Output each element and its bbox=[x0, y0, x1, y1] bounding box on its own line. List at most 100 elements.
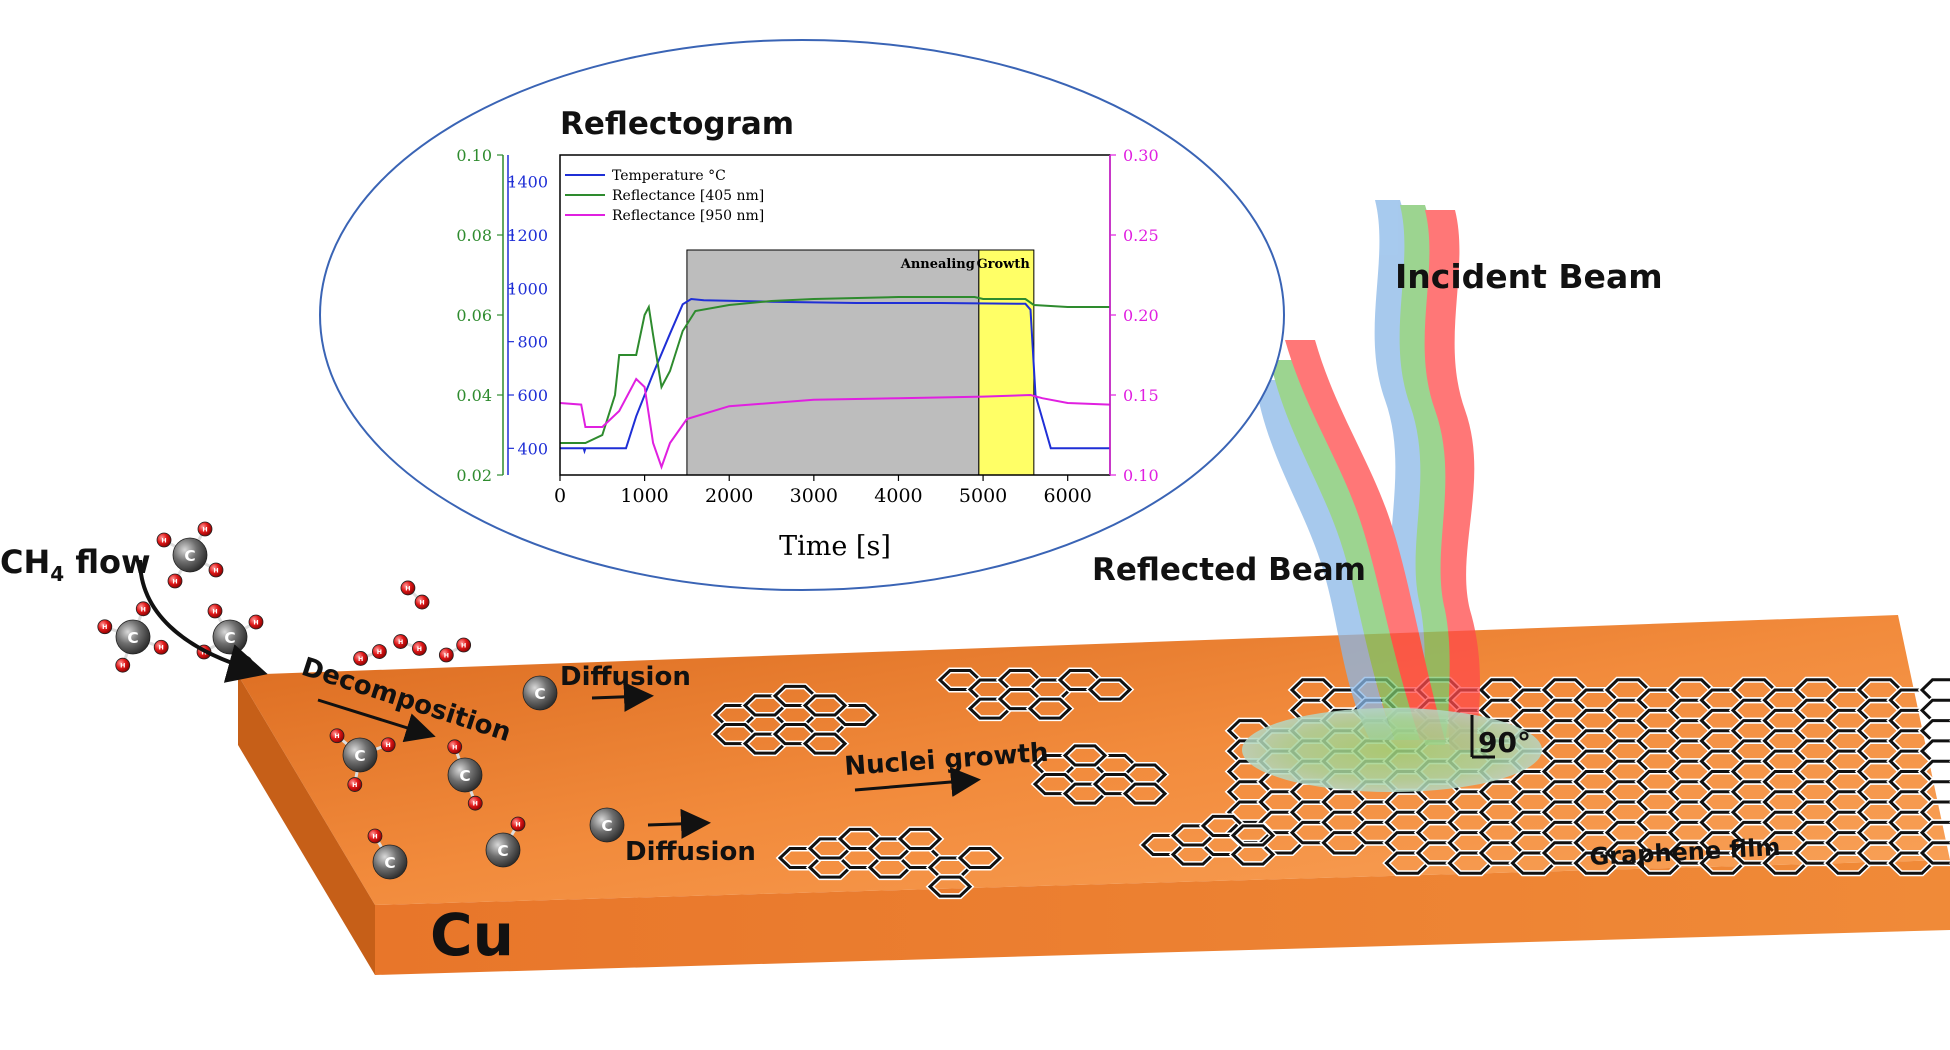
graphene-hexagon bbox=[1919, 780, 1950, 804]
graphene-hexagon bbox=[1919, 841, 1950, 865]
reflectance-405-tick-label: 0.02 bbox=[456, 466, 492, 485]
hydrogen-atom bbox=[153, 639, 169, 655]
hydrogen-atom-label: H bbox=[405, 585, 410, 592]
graphene-hexagon bbox=[1919, 678, 1950, 702]
cu-label: Cu bbox=[430, 901, 514, 969]
carbon-atom-label: C bbox=[601, 817, 612, 835]
hydrogen-atom bbox=[510, 816, 526, 832]
hydrogen-atom-label: H bbox=[352, 782, 357, 789]
hydrogen-atom bbox=[380, 737, 396, 753]
x-tick-label: 3000 bbox=[790, 485, 838, 507]
hydrogen-atom-label: H bbox=[473, 801, 478, 808]
hydrogen-atom-label: H bbox=[358, 656, 363, 663]
hydrogen-atom bbox=[467, 795, 483, 811]
chart-series bbox=[559, 296, 1111, 471]
decomposition-arrow bbox=[317, 698, 436, 743]
hydrogen-atom bbox=[167, 573, 183, 589]
hydrogen-atom-label: H bbox=[386, 742, 391, 749]
angle-label: 90° bbox=[1478, 726, 1531, 759]
hydrogen-molecule: HH bbox=[438, 637, 472, 663]
hydrogen-atom-label: H bbox=[141, 606, 146, 613]
carbon-atom bbox=[522, 675, 558, 711]
graphene-hexagon bbox=[802, 694, 848, 717]
hydrogen-atom bbox=[447, 739, 463, 755]
carbon-atom-label: C bbox=[127, 629, 138, 647]
graphene-island bbox=[935, 667, 1135, 722]
temperature-tick-label: 800 bbox=[517, 333, 548, 352]
reflected-beam-red bbox=[1285, 340, 1445, 740]
carbon-adatom: C bbox=[589, 807, 625, 843]
hydrogen-atom bbox=[371, 644, 387, 659]
incident-beam-blue bbox=[1374, 200, 1426, 740]
hydrogen-atom bbox=[393, 634, 409, 649]
reflectance-950-tick-label: 0.30 bbox=[1123, 146, 1159, 165]
graphene-hexagon bbox=[897, 827, 943, 850]
hydrogen-atom-label: H bbox=[102, 624, 107, 631]
carbon-atom bbox=[447, 757, 483, 793]
diffusion-bottom-label: Diffusion bbox=[625, 837, 756, 867]
graphene-hexagon-halo bbox=[1917, 676, 1950, 704]
ch-fragment: CH bbox=[485, 816, 526, 868]
nuclei-growth-arrow bbox=[854, 767, 981, 797]
copper-left-side bbox=[238, 675, 375, 975]
temperature-tick-label: 400 bbox=[517, 439, 548, 458]
incident-beam-red bbox=[1424, 210, 1480, 750]
graphene-hexagon bbox=[1087, 678, 1133, 701]
carbon-atom-label: C bbox=[534, 685, 545, 703]
hydrogen-atom-label: H bbox=[253, 619, 258, 626]
carbon-atom-label: C bbox=[354, 747, 365, 765]
hydrogen-atom-label: H bbox=[515, 821, 520, 828]
graphene-hexagon bbox=[1919, 759, 1950, 784]
graphene-island bbox=[1030, 742, 1170, 807]
carbon-atom bbox=[372, 844, 408, 880]
ch4-flow-label: CH4 flow bbox=[0, 543, 151, 586]
chart-series-line bbox=[560, 297, 1110, 455]
copper-front-face bbox=[375, 860, 1950, 975]
hydrogen-atom-label: H bbox=[201, 649, 206, 656]
reflectance-950-tick-label: 0.25 bbox=[1123, 226, 1159, 245]
x-tick-label: 2000 bbox=[705, 485, 753, 507]
carbon-atom bbox=[589, 807, 625, 843]
incident-beam-label: Incident Beam bbox=[1395, 257, 1663, 296]
chart-region-label: Annealing bbox=[900, 257, 975, 272]
graphene-hexagon-halo bbox=[1917, 737, 1950, 765]
reflectance-950-tick-label: 0.20 bbox=[1123, 306, 1159, 325]
graphene-hexagon bbox=[802, 732, 848, 755]
hydrogen-atom-label: H bbox=[334, 733, 339, 740]
hydrogen-atom-label: H bbox=[377, 649, 382, 656]
reflectance-950-tick-label: 0.15 bbox=[1123, 386, 1159, 405]
carbon-atom bbox=[115, 619, 151, 655]
reflectance-405-tick-label: 0.08 bbox=[456, 226, 492, 245]
hydrogen-atom-label: H bbox=[452, 744, 457, 751]
hydrogen-atom bbox=[208, 562, 224, 578]
ch4-flow-arrow bbox=[138, 559, 268, 683]
graphene-hexagon bbox=[1919, 739, 1950, 763]
graphene-hexagon bbox=[957, 847, 1003, 869]
graphene-islands bbox=[710, 667, 1278, 900]
chart-title: Reflectogram bbox=[560, 106, 794, 142]
x-tick-label: 6000 bbox=[1044, 485, 1092, 507]
graphene-hexagon-halo bbox=[1917, 758, 1950, 785]
incident-beam-green bbox=[1399, 205, 1451, 745]
hydrogen-atom-label: H bbox=[212, 608, 217, 615]
hydrogen-atom-label: H bbox=[372, 833, 377, 840]
reflectance-950-tick-label: 0.10 bbox=[1123, 466, 1159, 485]
diffusion-top-arrow bbox=[591, 681, 654, 712]
hydrogen-atom bbox=[438, 647, 454, 663]
x-tick-label: 4000 bbox=[874, 485, 922, 507]
hydrogen-atom-label: H bbox=[213, 567, 218, 574]
hydrogen-atom-label: H bbox=[120, 663, 125, 670]
hydrogen-atom-label: H bbox=[172, 578, 177, 585]
chart-series-line bbox=[559, 377, 1111, 471]
diffusion-top-label: Diffusion bbox=[560, 662, 691, 692]
graphene-hexagon bbox=[1027, 697, 1073, 720]
hydrogen-atom-label: H bbox=[461, 642, 466, 649]
graphene-hexagon bbox=[1230, 824, 1276, 847]
hydrogen-molecule: HH bbox=[400, 580, 430, 610]
hydrogen-atom bbox=[367, 828, 383, 844]
